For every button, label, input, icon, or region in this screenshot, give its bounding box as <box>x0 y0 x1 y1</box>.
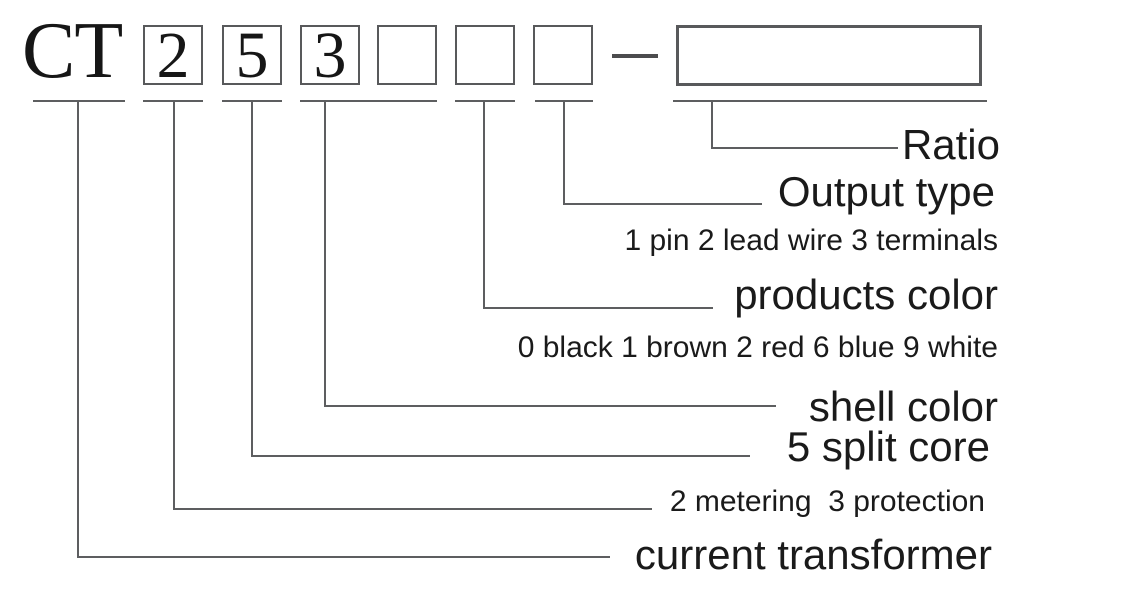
label-split-core: 5 split core <box>786 423 990 470</box>
connector-ratio <box>711 101 898 149</box>
code-box-2: 5 <box>222 19 282 92</box>
label-current-transformer: current transformer <box>634 531 992 578</box>
separator-dash <box>612 54 658 58</box>
label-products-color: products color <box>734 271 998 318</box>
label-shell-color: shell color <box>808 383 998 430</box>
code-box-1-value: 2 <box>156 19 190 92</box>
connector-shell-color <box>324 101 776 407</box>
model-prefix: CT <box>22 7 123 95</box>
code-box-3: 3 <box>300 19 360 92</box>
caption-metering-protection: 2 metering 3 protection <box>669 485 985 518</box>
caption-output-type: 1 pin 2 lead wire 3 terminals <box>624 224 998 257</box>
connector-products-color <box>483 101 713 309</box>
ratio-box <box>676 25 982 86</box>
code-box-4 <box>377 25 437 85</box>
code-box-2-value: 5 <box>235 19 269 92</box>
connector-metering-protection <box>173 101 652 510</box>
label-output-type: Output type <box>777 168 995 215</box>
code-box-5 <box>455 25 515 85</box>
code-box-1: 2 <box>143 19 203 92</box>
code-box-3-value: 3 <box>313 19 347 92</box>
caption-products-color: 0 black 1 brown 2 red 6 blue 9 white <box>517 331 998 364</box>
code-box-6 <box>533 25 593 85</box>
label-ratio: Ratio <box>901 121 1000 168</box>
connector-current-transformer <box>77 101 610 558</box>
connector-output-type <box>563 101 762 205</box>
connector-split-core <box>251 101 750 457</box>
